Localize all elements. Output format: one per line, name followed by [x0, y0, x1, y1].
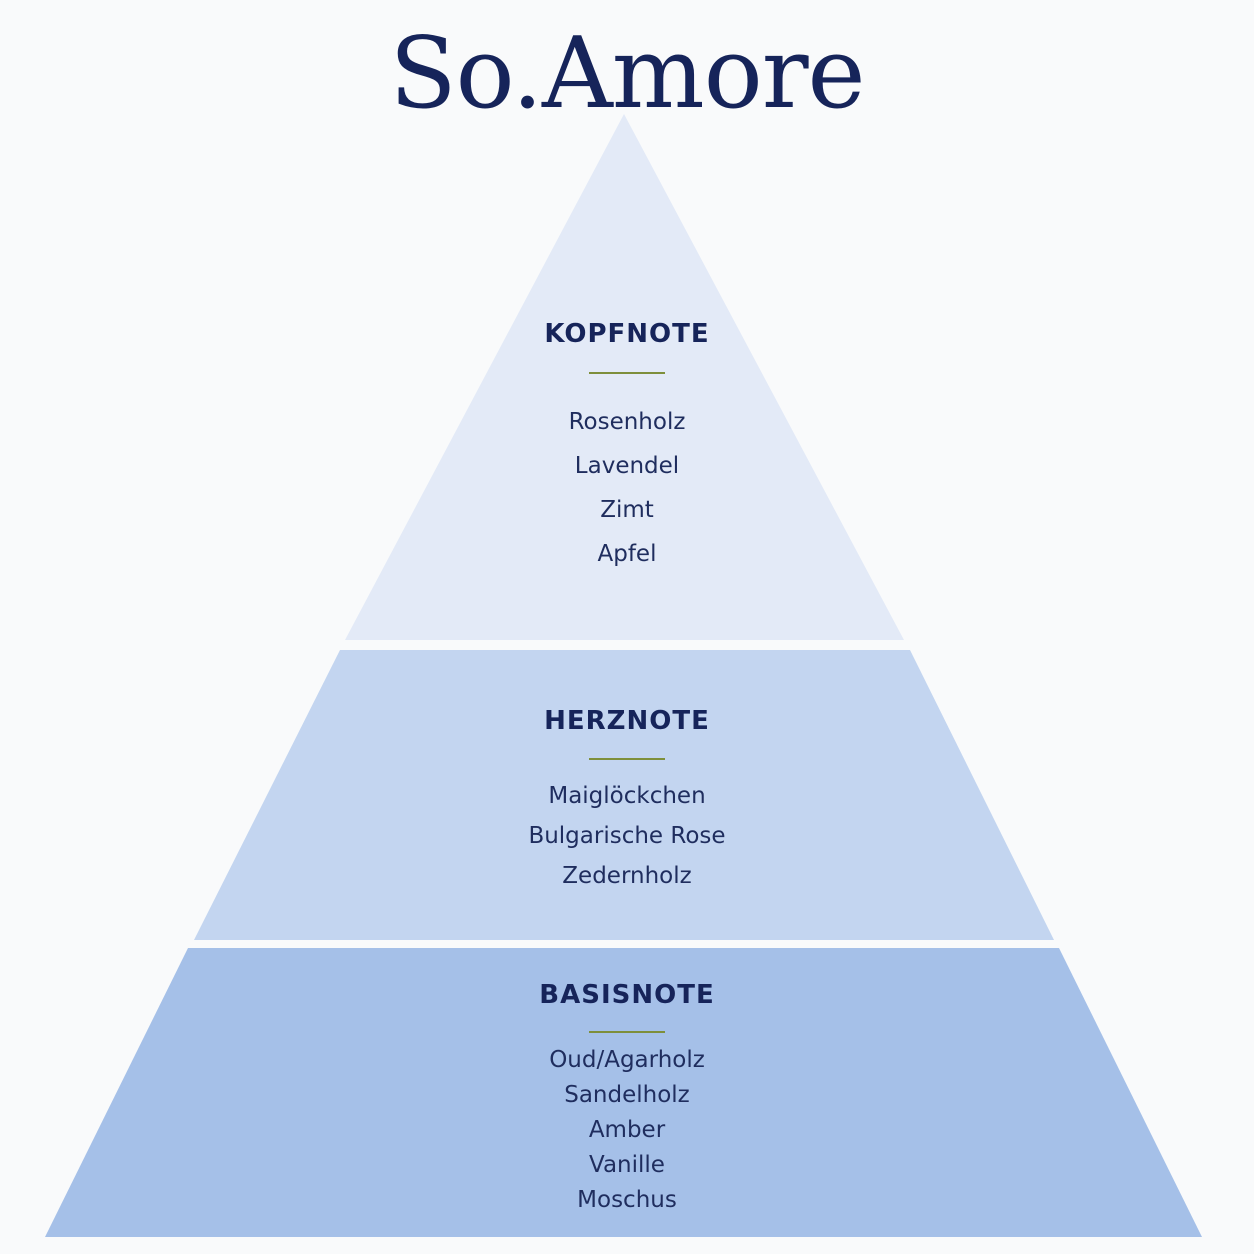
tier-middle-list: Maiglöckchen Bulgarische Rose Zedernholz — [0, 776, 1254, 896]
page-title: So.Amore — [389, 17, 865, 131]
note-item: Zedernholz — [562, 863, 692, 889]
note-item: Apfel — [597, 541, 657, 567]
tier-middle: HERZNOTE Maiglöckchen Bulgarische Rose Z… — [0, 701, 1254, 896]
note-item: Zimt — [600, 497, 654, 523]
note-item: Oud/Agarholz — [549, 1047, 705, 1073]
tier-middle-divider — [589, 758, 665, 760]
tier-base-heading: BASISNOTE — [539, 980, 715, 1010]
tier-top-list: Rosenholz Lavendel Zimt Apfel — [0, 400, 1254, 576]
tier-middle-heading: HERZNOTE — [544, 706, 710, 736]
pyramid-tier-base-shape — [45, 948, 1202, 1237]
note-item: Lavendel — [574, 453, 680, 479]
pyramid-tier-top-shape — [345, 114, 904, 640]
note-item: Sandelholz — [564, 1082, 690, 1108]
note-item: Amber — [588, 1117, 666, 1143]
tier-top-divider — [589, 372, 665, 374]
note-item: Vanille — [589, 1152, 665, 1178]
tier-top: KOPFNOTE Rosenholz Lavendel Zimt Apfel — [0, 314, 1254, 576]
tier-base: BASISNOTE Oud/Agarholz Sandelholz Amber … — [0, 975, 1254, 1218]
pyramid-tier-middle-shape — [194, 650, 1054, 940]
tier-base-list: Oud/Agarholz Sandelholz Amber Vanille Mo… — [0, 1043, 1254, 1218]
note-item: Bulgarische Rose — [528, 823, 726, 849]
note-item: Moschus — [577, 1187, 677, 1213]
note-item: Maiglöckchen — [548, 783, 706, 809]
note-item: Rosenholz — [568, 409, 686, 435]
tier-base-divider — [589, 1031, 665, 1033]
tier-top-heading: KOPFNOTE — [544, 319, 710, 349]
